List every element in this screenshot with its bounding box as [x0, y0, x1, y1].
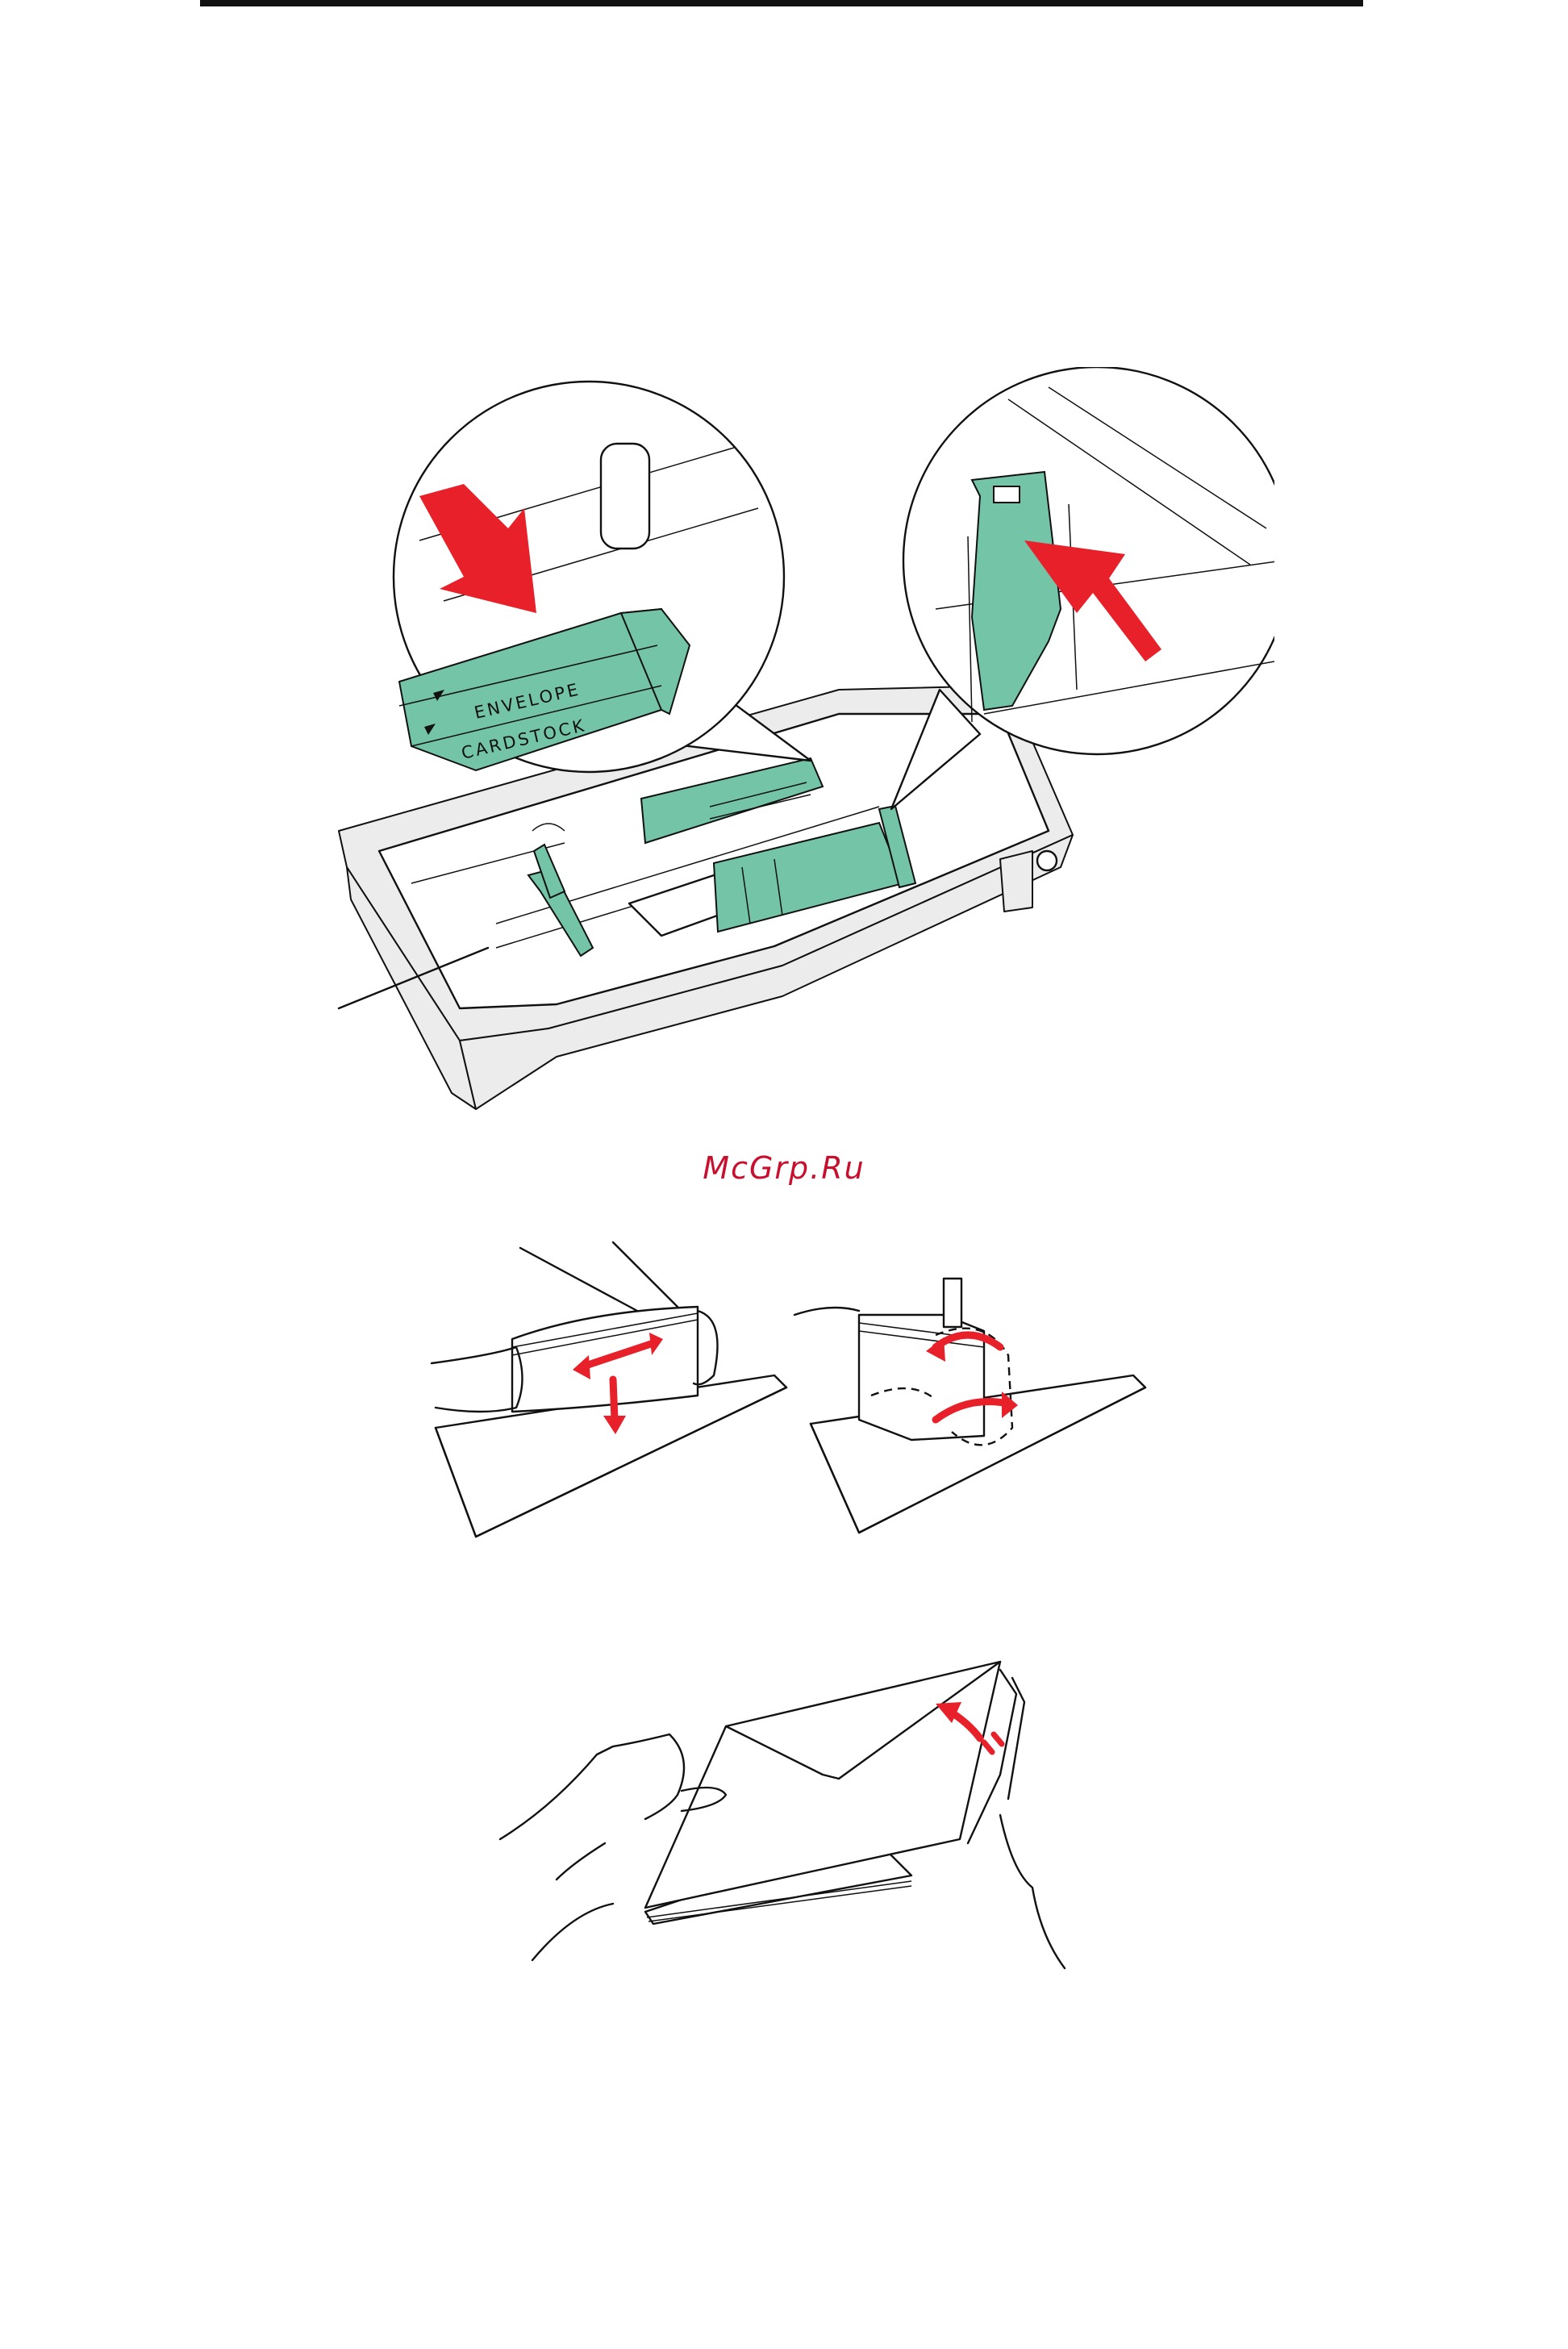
envelope-drawing: [484, 1646, 1097, 2001]
envelope-stack: [645, 1662, 1024, 1924]
straighten-envelopes-illustration: [484, 1646, 1097, 2001]
left-hand: [500, 1734, 684, 1880]
flex-drawing: [419, 1226, 1161, 1549]
flex-envelopes-illustration: [419, 1226, 1161, 1549]
width-guide-zoom: [903, 367, 1274, 754]
flex-stack-step: [432, 1242, 786, 1537]
top-rule: [200, 0, 1363, 6]
fan-stack-step: [794, 1279, 1145, 1533]
watermark: McGrp.Ru: [0, 1150, 1568, 1186]
envelope-guide-zoom: ENVELOPE CARDSTOCK: [394, 382, 784, 772]
tray-illustration: ENVELOPE CARDSTOCK: [323, 367, 1274, 1125]
tray-drawing: ENVELOPE CARDSTOCK: [323, 367, 1274, 1125]
